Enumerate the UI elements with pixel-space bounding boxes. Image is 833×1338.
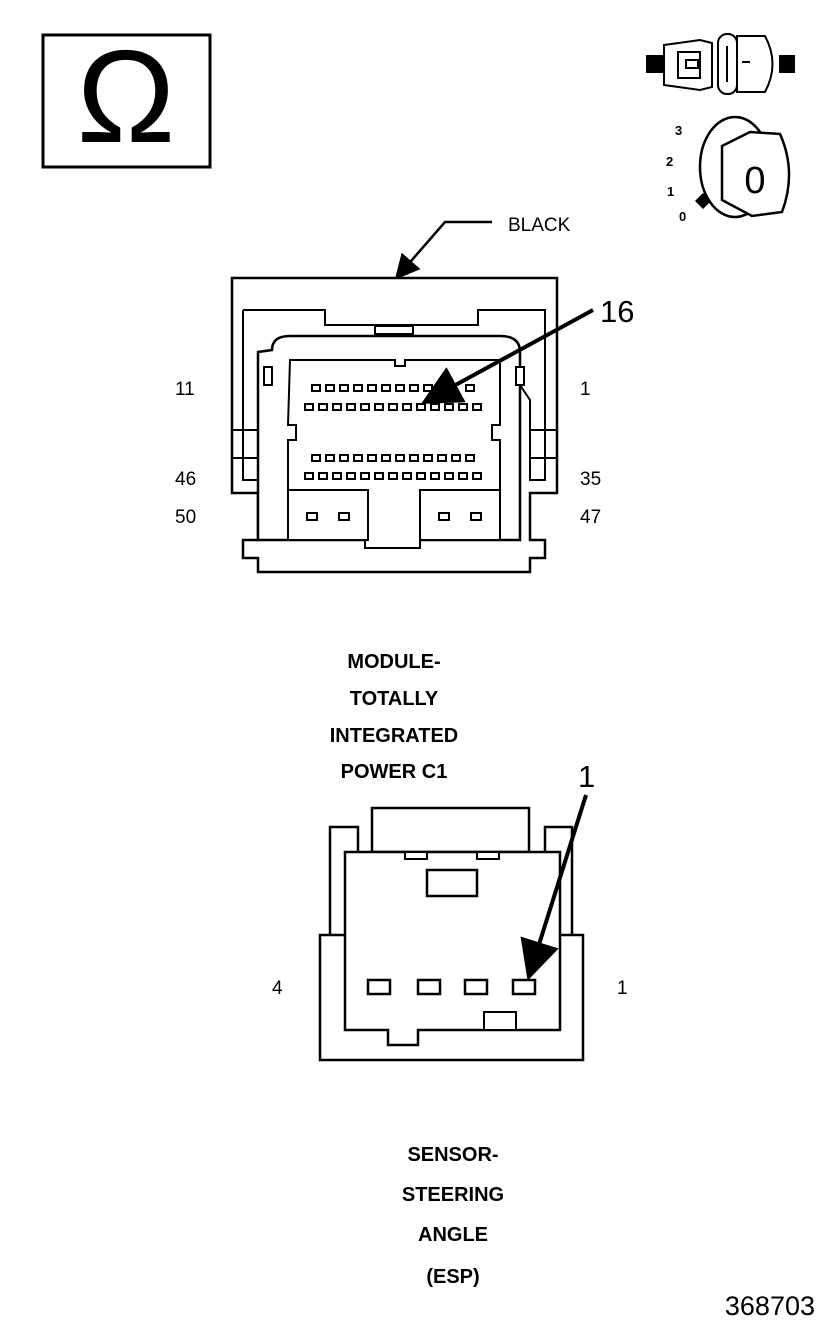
ign-pos-3: 3 [675, 123, 682, 138]
c1-pin-47-label: 47 [580, 507, 601, 528]
c1-caption: MODULE- TOTALLY INTEGRATED POWER C1 [330, 651, 459, 783]
c1-pin-row-4 [304, 472, 482, 480]
svg-text:TOTALLY: TOTALLY [350, 688, 439, 710]
svg-text:MODULE-: MODULE- [347, 651, 440, 673]
ignition-key-icon: 3 2 1 0 0 [666, 115, 791, 224]
sas-pins [366, 978, 537, 996]
svg-text:(ESP): (ESP) [426, 1266, 479, 1288]
c1-pin-row-3 [311, 454, 475, 462]
key-letter: 0 [744, 160, 765, 202]
ign-pos-2: 2 [666, 154, 673, 169]
c1-pin-50-label: 50 [175, 507, 196, 528]
c1-pin-11-label: 11 [175, 379, 195, 400]
svg-text:POWER C1: POWER C1 [341, 761, 448, 783]
c1-pin-row-2 [304, 403, 482, 411]
sas-caption: SENSOR- STEERING ANGLE (ESP) [402, 1144, 504, 1288]
svg-text:STEERING: STEERING [402, 1184, 504, 1206]
c1-callout-pin: 16 [600, 294, 634, 329]
c1-pin-46-label: 46 [175, 469, 196, 490]
sas-callout-arrow [520, 794, 588, 981]
ohm-symbol: Ω [77, 23, 176, 170]
c1-pin-35-label: 35 [580, 469, 601, 490]
disconnected-connector-icon [646, 33, 795, 95]
ohmmeter-icon: Ω [41, 23, 212, 170]
ign-pos-0: 0 [679, 209, 686, 224]
c1-pin-1-label: 1 [580, 379, 591, 400]
c1-color-label: BLACK [508, 215, 571, 236]
c1-callout-arrow [420, 308, 594, 404]
sas-callout-pin: 1 [578, 759, 595, 794]
connector-c1: BLACK [175, 215, 634, 783]
ign-pos-1: 1 [667, 184, 674, 199]
sas-pin-4-label: 4 [272, 978, 283, 999]
figure-number: 368703 [725, 1291, 815, 1321]
sas-pin-1-label: 1 [617, 978, 628, 999]
svg-text:SENSOR-: SENSOR- [407, 1144, 498, 1166]
c1-pin-row-5 [306, 512, 482, 521]
svg-text:ANGLE: ANGLE [418, 1224, 488, 1246]
svg-text:INTEGRATED: INTEGRATED [330, 725, 459, 747]
connector-steering-sensor: 1 4 1 SENSOR- STEERING ANGLE (ESP) [272, 759, 628, 1288]
